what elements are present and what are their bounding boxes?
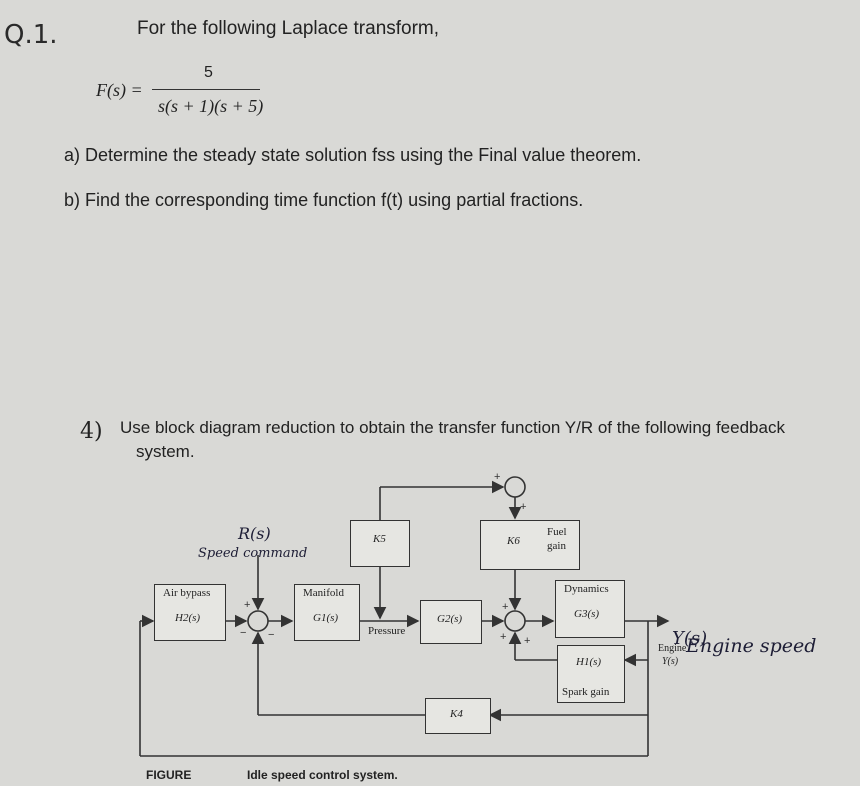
- svg-text:+: +: [500, 631, 506, 643]
- air-bypass-block: Air bypass H2(s): [154, 584, 226, 641]
- svg-text:+: +: [244, 599, 250, 611]
- part-a: a) Determine the steady state solution f…: [64, 145, 642, 165]
- handwritten-engine-speed: Engine speed: [686, 635, 817, 657]
- question4-number: 4): [80, 419, 103, 444]
- h1-label: H1(s): [576, 656, 602, 668]
- svg-text:+: +: [494, 471, 500, 483]
- part-b: b) Find the corresponding time function …: [64, 190, 584, 210]
- svg-text:−: −: [240, 627, 246, 639]
- h1-block: H1(s) Spark gain: [557, 645, 625, 703]
- g2-label: G2(s): [437, 613, 463, 625]
- formula-lhs: F(s) =: [96, 80, 143, 100]
- figure-caption-label: FIGURE: [146, 768, 192, 782]
- svg-text:−: −: [268, 629, 274, 641]
- svg-text:+: +: [502, 601, 508, 613]
- k6-label: K6: [507, 535, 520, 547]
- question4-line1: Use block diagram reduction to obtain th…: [120, 418, 785, 437]
- air-bypass-title: Air bypass: [163, 587, 211, 599]
- fraction-bar: [152, 89, 260, 90]
- question4-line2: system.: [136, 442, 195, 461]
- g2-block: G2(s): [420, 600, 482, 644]
- svg-text:+: +: [524, 635, 530, 647]
- engine-label: Engine: [658, 643, 687, 654]
- svg-text:+: +: [520, 501, 526, 513]
- summing-junction-right: [504, 610, 526, 632]
- manifold-fn: G1(s): [313, 612, 339, 624]
- pressure-label: Pressure: [368, 625, 406, 637]
- engine-speed-y-label: Y(s): [662, 656, 679, 667]
- dynamics-fn: G3(s): [574, 608, 600, 620]
- k5-block: K5: [350, 520, 410, 567]
- k4-block: K4: [425, 698, 491, 734]
- fuel-gain-label: Fuel gain: [547, 526, 567, 552]
- summing-junction-left: [247, 610, 269, 632]
- k5-label: K5: [373, 533, 386, 545]
- handwritten-speed-command: Speed command: [198, 546, 308, 561]
- figure-caption-text: Idle speed control system.: [247, 768, 398, 782]
- dynamics-title: Dynamics: [564, 583, 609, 595]
- handwritten-y-s: Y(s): [672, 628, 708, 649]
- handwritten-r-s: R(s): [238, 524, 271, 543]
- question-number: Q.1.: [4, 20, 58, 50]
- summing-junction-top: [504, 476, 526, 498]
- dynamics-block: Dynamics G3(s): [555, 580, 625, 638]
- formula-numerator: 5: [204, 64, 213, 81]
- k6-block: K6 Fuel gain: [480, 520, 580, 570]
- spark-gain-label: Spark gain: [562, 686, 610, 698]
- k4-label: K4: [450, 708, 463, 720]
- formula-denominator: s(s + 1)(s + 5): [158, 96, 264, 116]
- question-intro: For the following Laplace transform,: [137, 18, 440, 39]
- manifold-title: Manifold: [303, 587, 344, 599]
- manifold-block: Manifold G1(s): [294, 584, 360, 641]
- air-bypass-fn: H2(s): [175, 612, 201, 624]
